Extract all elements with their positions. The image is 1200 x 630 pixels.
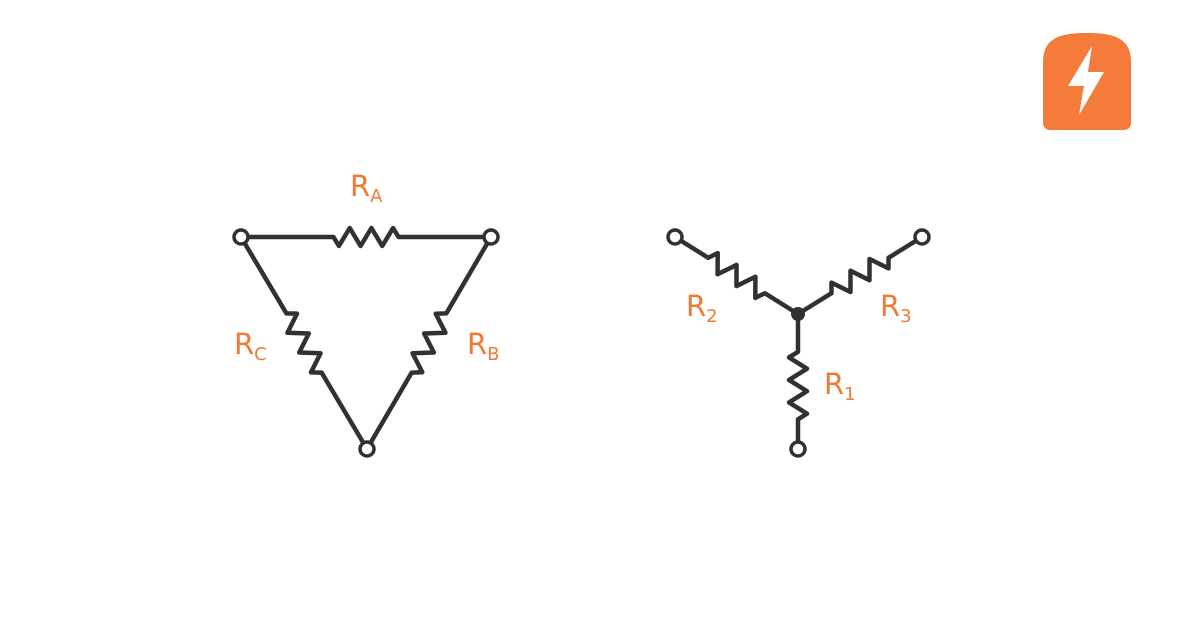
terminal-node [913,228,931,246]
resistor-ra [238,225,494,249]
center-junction-node [791,307,805,321]
logo [1043,33,1131,130]
terminal-node [482,228,500,246]
label-r2: R2 [686,289,718,327]
label-rc: RC [234,327,267,365]
label-r1: R1 [824,367,856,405]
terminal-node [358,440,376,458]
resistor-r1 [786,311,810,452]
label-r3: R3 [880,289,912,327]
lightning-bolt-icon [1068,46,1104,115]
label-rb: RB [467,327,500,365]
resistor-r3 [795,234,925,317]
resistor-r2 [672,234,801,317]
resistor-rb [364,234,494,452]
terminal-node [789,440,807,458]
terminal-node [666,228,684,246]
resistor-rc [238,234,370,452]
terminal-node [232,228,250,246]
label-ra: RA [350,169,383,207]
